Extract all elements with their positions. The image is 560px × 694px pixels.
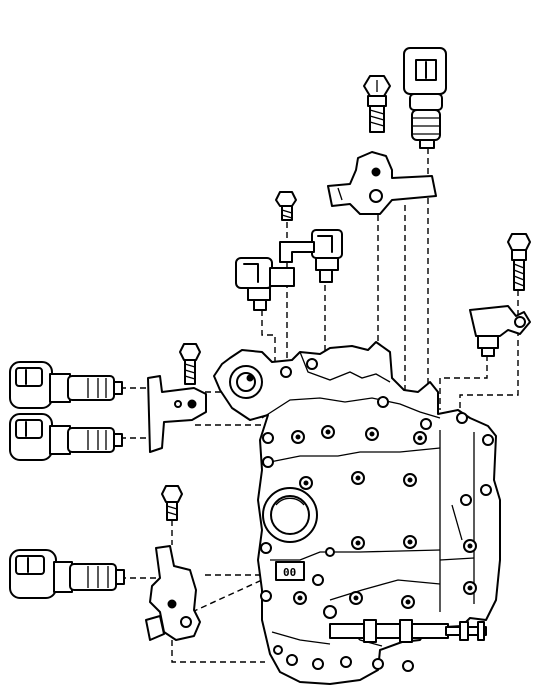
- left-bracket-upper: [147, 375, 207, 453]
- right-bolt: [507, 233, 531, 291]
- left-bolt-lower: [161, 485, 183, 521]
- body-marking: 00: [283, 566, 296, 579]
- left-bolt-upper: [179, 343, 201, 385]
- bolt-holes: [260, 358, 494, 672]
- assembly-guide-lines: [120, 148, 519, 663]
- right-solenoid: [469, 305, 531, 357]
- small-bolt: [275, 191, 297, 221]
- solenoid-left-3: [9, 549, 125, 599]
- manual-valve-shaft: [329, 619, 487, 643]
- solenoid-upper-right: [279, 229, 343, 283]
- top-solenoid: [403, 47, 447, 149]
- solenoid-left-1: [9, 361, 123, 409]
- solenoid-left-2: [9, 413, 123, 461]
- top-bolt: [363, 75, 391, 133]
- solenoid-upper-left: [235, 257, 295, 311]
- left-bracket-lower: [145, 545, 201, 641]
- top-bracket: [327, 151, 437, 215]
- valve-body: 00: [213, 341, 501, 685]
